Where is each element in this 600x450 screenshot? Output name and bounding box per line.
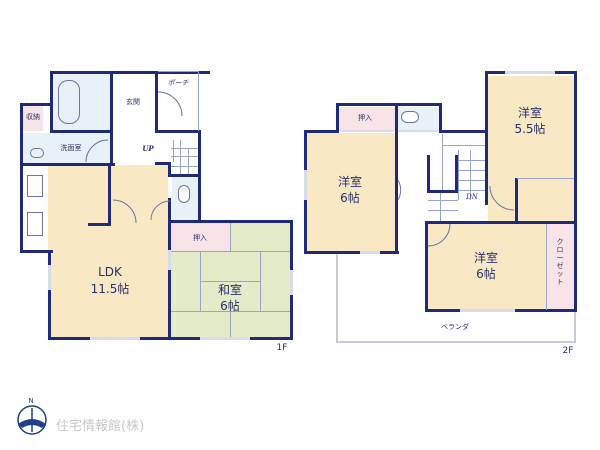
storage-room [23, 103, 43, 131]
compass-icon [17, 405, 47, 435]
oshiire-1f-label: 押入 [193, 234, 207, 242]
door-swing-icon [397, 179, 402, 201]
japanese-room-size-label: 6帖 [220, 299, 240, 313]
western-room-1-name-label: 洋室 [337, 175, 362, 189]
washroom-label: 洗面室 [60, 144, 82, 152]
western-room-3-name-label: 洋室 [473, 251, 498, 265]
western-room-2-size-label: 5.5帖 [514, 122, 546, 136]
stairs-dn-label: DN [466, 193, 478, 201]
door-swing-icon [85, 139, 109, 163]
floor-2f-label: 2F [562, 346, 574, 356]
bathtub-icon [58, 80, 80, 124]
western-room-3 [428, 224, 546, 310]
toilet-icon [401, 111, 419, 123]
sink-icon [30, 148, 44, 158]
kitchen-sink-icon [27, 212, 43, 236]
door-swing-icon [427, 223, 451, 247]
japanese-room-name-label: 和室 [217, 283, 242, 297]
oshiire-2f [339, 107, 395, 131]
oshiire-2f-label: 押入 [358, 114, 372, 122]
door-swing-icon [150, 200, 171, 221]
western-room-3-size-label: 6帖 [476, 267, 496, 281]
ldk-name-label: LDK [98, 265, 122, 279]
balcony-label: ベランダ [441, 323, 469, 331]
western-room-1 [307, 133, 395, 251]
stove-icon [27, 175, 43, 197]
ldk-size-label: 11.5帖 [90, 282, 130, 296]
floor-1f-label: 1F [276, 343, 288, 353]
storage-label: 収納 [26, 113, 40, 121]
toilet-icon [178, 185, 190, 203]
company-name: 住宅情報館(株) [56, 419, 145, 434]
western-room-2-name-label: 洋室 [517, 106, 542, 120]
western-room-1-size-label: 6帖 [340, 191, 360, 205]
walkin-closet-label: クローゼット [556, 238, 564, 286]
walkin-closet [546, 224, 576, 310]
porch-label: ポーチ [167, 79, 189, 87]
stairs-up-label: UP [142, 144, 154, 153]
compass-north-label: N [28, 397, 34, 405]
door-swing-icon [489, 185, 515, 211]
oshiire-1f [170, 224, 230, 251]
door-swing-icon [157, 91, 183, 117]
entrance-label: 玄関 [126, 98, 140, 106]
door-swing-icon [112, 199, 137, 224]
